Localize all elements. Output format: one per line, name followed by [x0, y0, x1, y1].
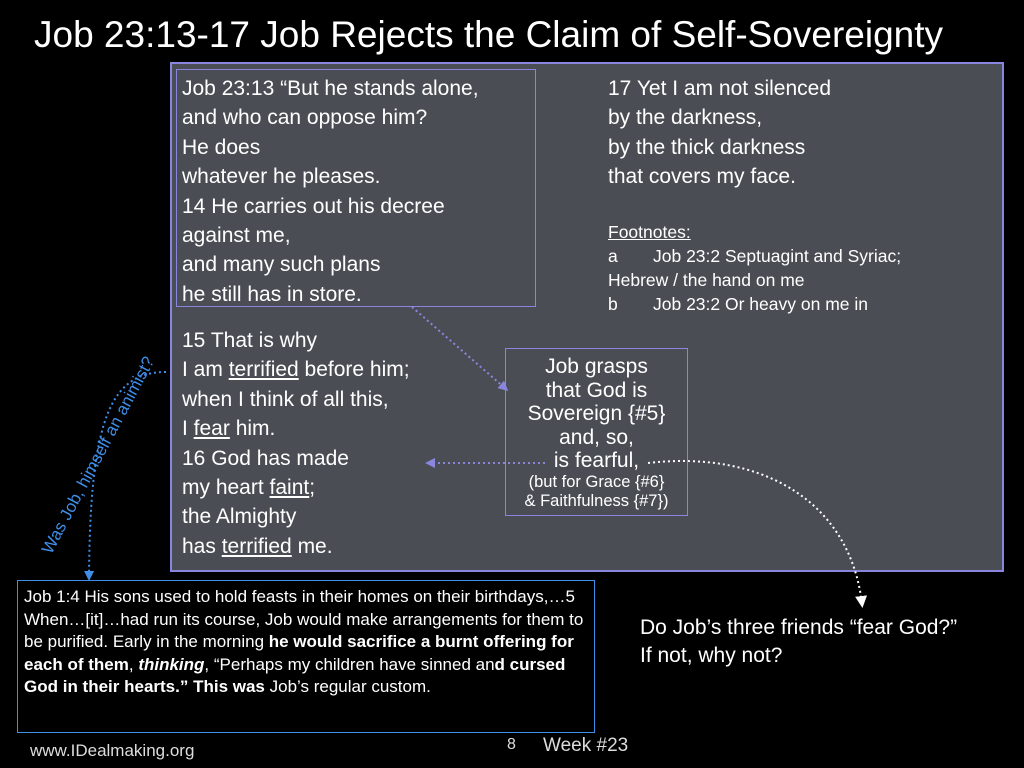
verse-line: when I think of all this,	[182, 387, 389, 411]
verse-line: by the darkness,	[608, 106, 763, 130]
verse-line: has terrified me.	[182, 534, 333, 558]
sovereignty-callout-box: Job grasps that God is Sovereign {#5} an…	[505, 348, 688, 516]
footnotes-heading: Footnotes:	[608, 222, 691, 242]
verse-line: 17 Yet I am not silenced	[608, 77, 831, 100]
verse-line: whatever he pleases.	[182, 165, 381, 189]
slide-title: Job 23:13-17 Job Rejects the Claim of Se…	[34, 14, 944, 55]
verse-line: and who can oppose him?	[182, 106, 428, 130]
job-1-4-quote-box: Job 1:4 His sons used to hold feasts in …	[17, 580, 595, 733]
footnote-a-continued: Hebrew / the hand on me	[608, 270, 805, 290]
footer-website: www.IDealmaking.org	[30, 741, 195, 760]
verse-line: He does	[182, 135, 261, 159]
verse-line: my heart faint;	[182, 476, 316, 500]
slide-number: 8	[507, 736, 516, 753]
scripture-verses-15-16: 15 That is why I am terrified before him…	[182, 326, 410, 561]
underlined-word: terrified	[221, 534, 292, 558]
verse-line: that covers my face.	[608, 165, 796, 189]
verse-line: I fear him.	[182, 417, 276, 441]
verse-line: 16 God has made	[182, 446, 349, 470]
callout-line: Sovereign {#5}	[527, 402, 666, 426]
scripture-box-23-13: Job 23:13 “But he stands alone, and who …	[176, 69, 536, 307]
callout-line: and, so,	[559, 425, 634, 449]
callout-line: (but for Grace {#6}	[528, 472, 665, 491]
main-panel	[170, 62, 1004, 572]
week-label: Week #23	[543, 735, 629, 756]
verse-line: he still has in store.	[182, 282, 362, 306]
verse-line: and many such plans	[182, 253, 381, 277]
callout-line: & Faithfulness {#7})	[524, 491, 669, 510]
scripture-verse-17: 17 Yet I am not silenced by the darkness…	[608, 74, 831, 192]
verse-line: against me,	[182, 224, 291, 248]
verse-line: I am terrified before him;	[182, 358, 410, 382]
verse-line: the Almighty	[182, 505, 297, 529]
underlined-word: faint	[269, 476, 310, 500]
verse-line: 15 That is why	[182, 329, 318, 352]
callout-line: that God is	[545, 378, 648, 402]
callout-line: Job grasps	[545, 355, 648, 378]
callout-line: is fearful,	[553, 449, 640, 473]
rotated-side-note: Was Job, himself an animist?	[38, 353, 159, 557]
friends-question: Do Job’s three friends “fear God?” If no…	[640, 616, 958, 667]
underlined-word: fear	[193, 417, 230, 441]
verse-line: by the thick darkness	[608, 135, 806, 159]
verse-line: 14 He carries out his decree	[182, 194, 445, 218]
underlined-word: terrified	[228, 358, 299, 382]
verse-line: Job 23:13 “But he stands alone,	[182, 77, 479, 100]
